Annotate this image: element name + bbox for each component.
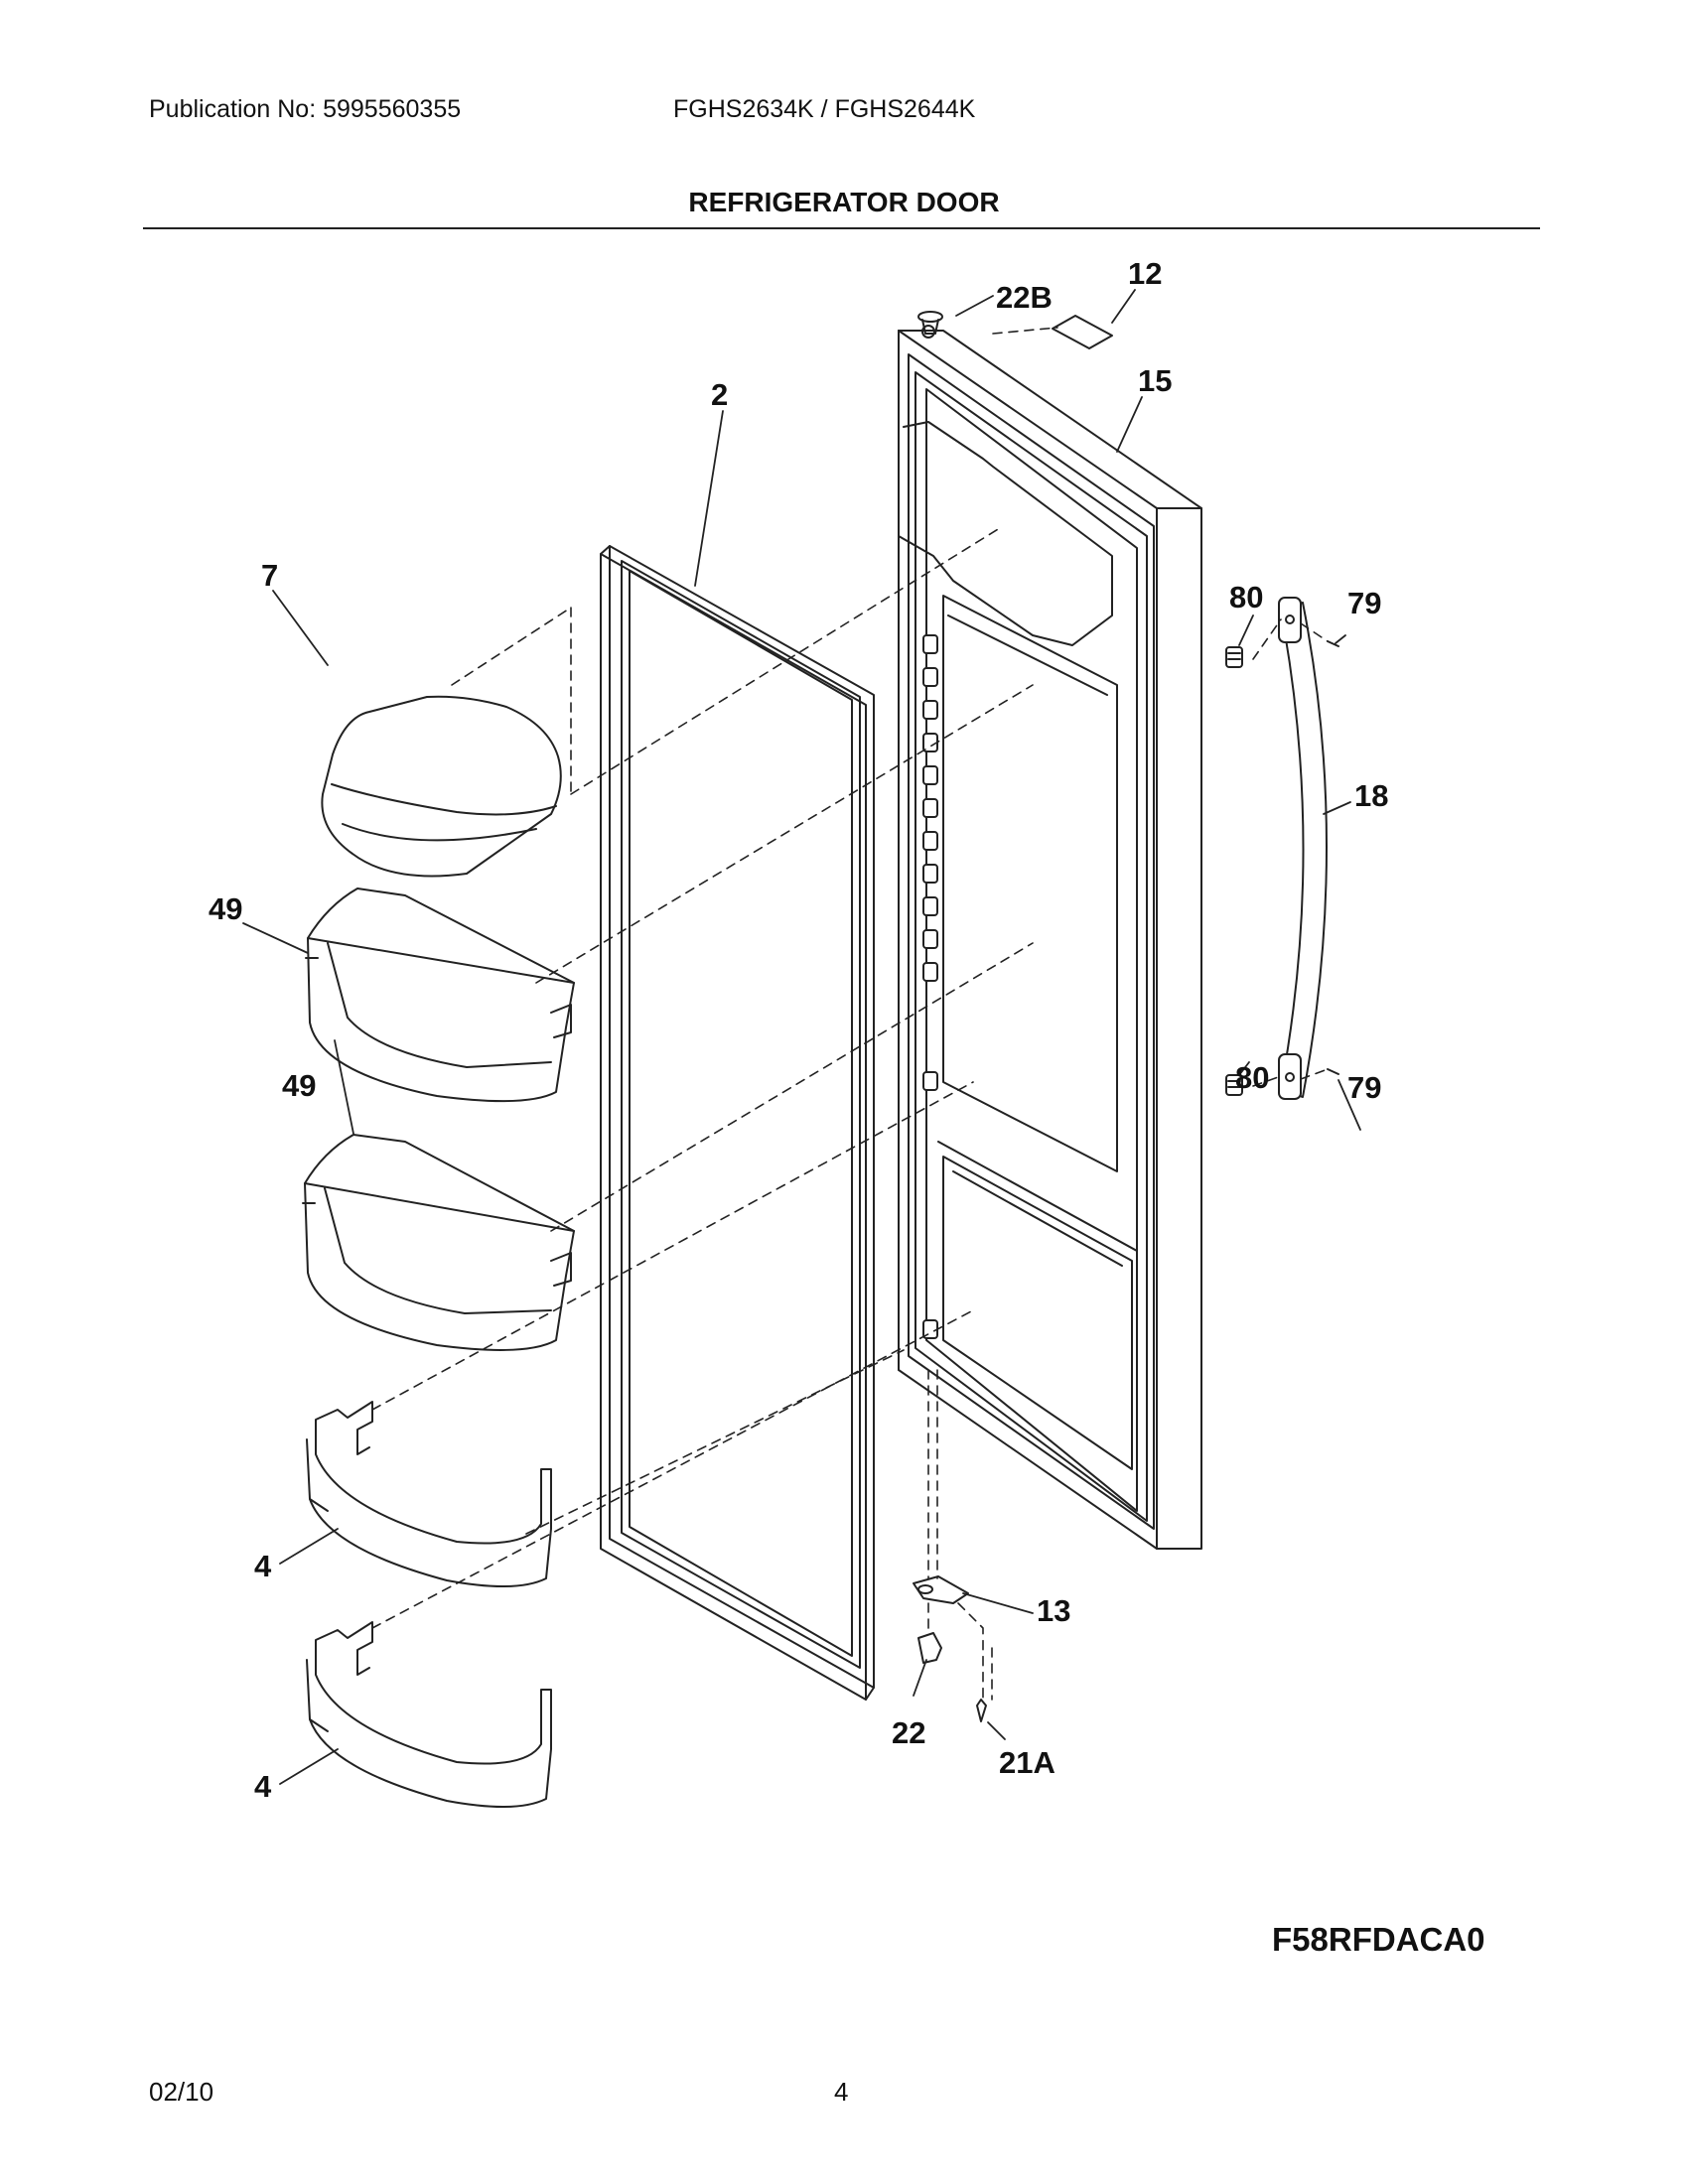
callout-15: 15 [1138, 363, 1172, 398]
callout-21a: 21A [999, 1745, 1055, 1780]
door-shelf-bumps [922, 634, 938, 1339]
part-18-door-handle [1278, 597, 1328, 1100]
publication-number: Publication No: 5995560355 [149, 95, 462, 123]
footer-date: 02/10 [149, 2077, 214, 2107]
callout-22: 22 [892, 1715, 925, 1750]
part-21a-screw [976, 1699, 987, 1722]
callout-49-upper: 49 [209, 891, 242, 926]
part-12-label-plate [1052, 315, 1113, 349]
callout-79-lower: 79 [1347, 1070, 1381, 1105]
part-22b-plug [917, 311, 943, 335]
door-inner-liner [898, 353, 1155, 1530]
door-top-cap [921, 325, 935, 339]
figure-code: F58RFDACA0 [1272, 1921, 1485, 1958]
part-79-screw-upper [1327, 640, 1339, 647]
part-2-door-gasket [600, 545, 875, 1701]
page-title: REFRIGERATOR DOOR [688, 187, 1000, 217]
callout-4-upper: 4 [254, 1549, 272, 1583]
part-13-hinge-plate [913, 1575, 969, 1604]
callout-2: 2 [711, 377, 728, 412]
title-divider [143, 227, 1540, 229]
part-80-spacer-lower [1225, 1074, 1243, 1096]
callout-18: 18 [1354, 778, 1388, 813]
part-49-door-bin-lower [302, 1134, 575, 1351]
part-80-spacer-upper [1225, 646, 1243, 668]
part-7-dairy-door-cover [321, 695, 562, 878]
model-numbers: FGHS2634K / FGHS2644K [673, 95, 976, 123]
alignment-dashed-lines [371, 327, 1329, 1701]
callout-80-lower: 80 [1235, 1060, 1269, 1095]
part-4-door-shelf-upper [306, 1401, 552, 1588]
callout-leader-lines [242, 289, 1361, 1785]
part-79-screw-lower [1327, 1068, 1339, 1075]
callout-80-upper: 80 [1229, 580, 1263, 614]
part-49-door-bin-upper [305, 887, 575, 1103]
callout-12: 12 [1128, 256, 1162, 291]
callout-13: 13 [1037, 1593, 1070, 1628]
part-22-hinge-bushing [917, 1632, 942, 1664]
part-4-door-shelf-lower [306, 1621, 552, 1809]
callout-4-lower: 4 [254, 1769, 272, 1804]
callout-79-upper: 79 [1347, 586, 1381, 620]
page-number: 4 [834, 2077, 849, 2107]
callout-22b: 22B [996, 280, 1053, 315]
callout-49-lower: 49 [282, 1068, 316, 1103]
callout-7: 7 [261, 558, 278, 593]
